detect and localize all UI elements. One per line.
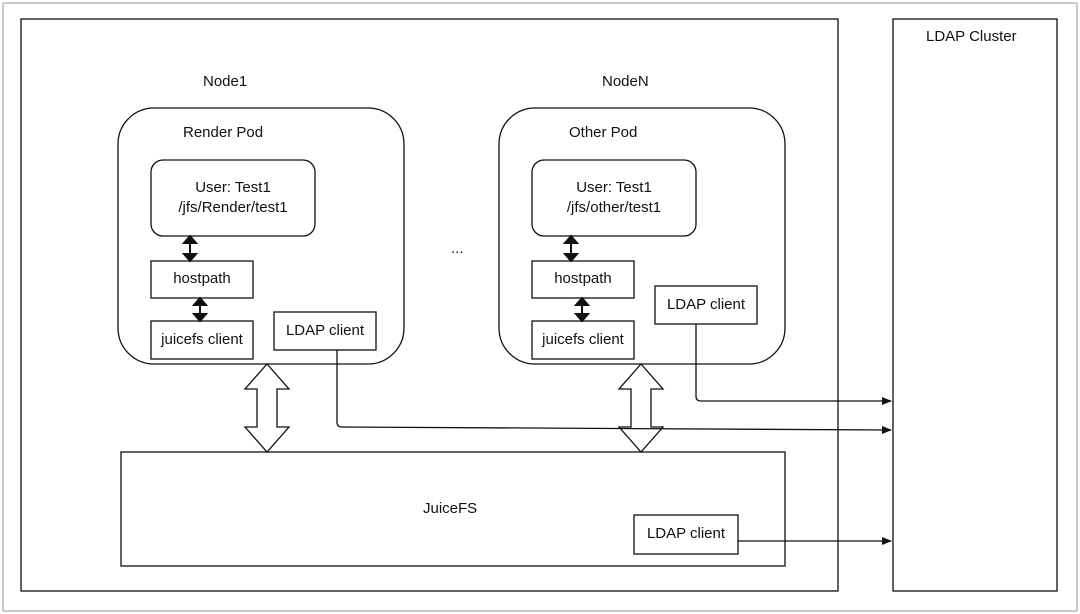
ldap-cluster-title: LDAP Cluster: [926, 28, 1017, 45]
other-hostpath-label: hostpath: [554, 270, 612, 287]
node1-title: Node1: [203, 73, 248, 90]
render-ldap-client-label: LDAP client: [285, 322, 365, 339]
noden-title: NodeN: [602, 73, 649, 90]
juicefs-title: JuiceFS: [423, 500, 478, 517]
render-juicefs-client-box: [150, 320, 254, 360]
juicefs-ldap-client-label: LDAP client: [646, 525, 726, 542]
render-ldap-connector: [336, 350, 892, 434]
other-user-hostpath-arrow: [562, 234, 580, 263]
render-pod-box: [117, 107, 405, 365]
render-ldap-client-box: [273, 311, 377, 351]
render-hostpath-juicefs-arrow: [191, 296, 209, 323]
render-user-hostpath-arrow: [181, 234, 199, 263]
render-pod-juicefs-double-arrow: [243, 363, 291, 453]
other-ldap-client-label: LDAP client: [666, 296, 746, 313]
render-user-line: User: Test1: [195, 179, 271, 196]
nodes-ellipsis: ...: [451, 240, 464, 257]
render-hostpath-box: [150, 260, 254, 299]
nodes-container: [20, 18, 839, 592]
render-user-box: [150, 159, 316, 237]
other-juicefs-client-label: juicefs client: [542, 331, 624, 348]
render-juicefs-client-label: juicefs client: [161, 331, 243, 348]
render-pod-title: Render Pod: [183, 124, 264, 141]
juicefs-box: [120, 451, 786, 567]
other-ldap-connector: [695, 324, 892, 405]
render-path-line: /jfs/Render/test1: [178, 199, 288, 216]
other-pod-title: Other Pod: [569, 124, 638, 141]
ldap-cluster-box: [892, 18, 1058, 592]
render-hostpath-label: hostpath: [173, 270, 231, 287]
juicefs-ldap-client-box: [633, 514, 739, 555]
other-hostpath-juicefs-arrow: [573, 296, 591, 323]
other-pod-juicefs-double-arrow: [617, 363, 665, 453]
other-path-line: /jfs/other/test1: [566, 199, 662, 216]
other-pod-box: [498, 107, 786, 365]
other-user-box: [531, 159, 697, 237]
other-user-line: User: Test1: [576, 179, 652, 196]
other-ldap-client-box: [654, 285, 758, 325]
